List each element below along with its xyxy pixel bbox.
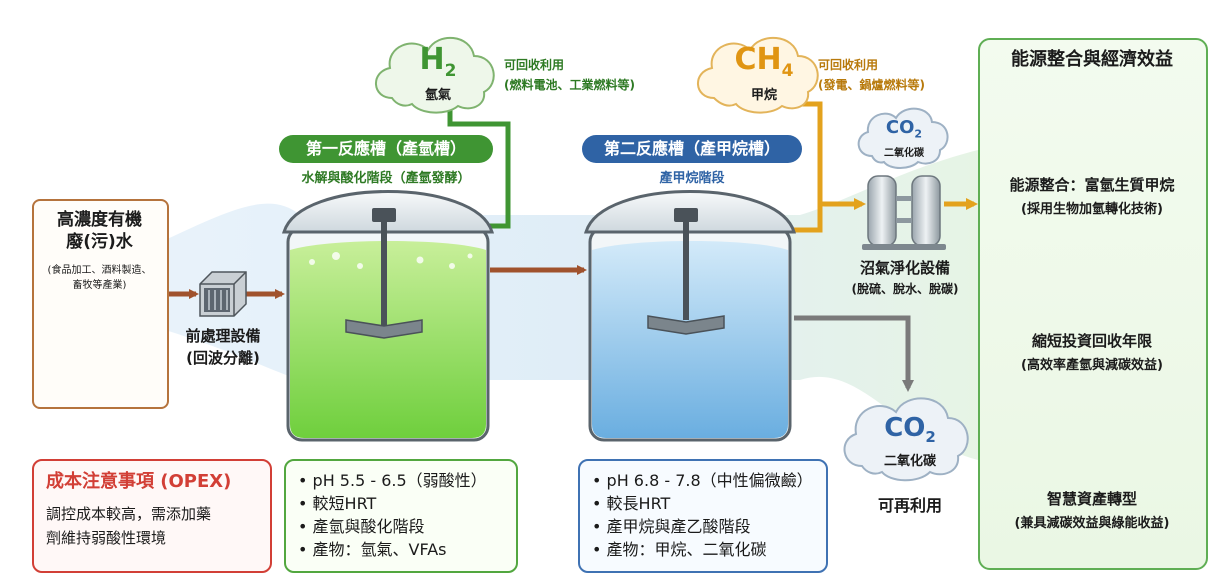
source-box (32, 199, 169, 409)
opex-title: 成本注意事項 (OPEX) (46, 471, 232, 492)
purification-tanks-icon (862, 175, 946, 250)
benefit-2-line2: (高效率產氫與減碳效益) (1021, 358, 1163, 373)
benefit-3-line1: 智慧資產轉型 (1046, 490, 1137, 508)
condition-item: pH 6.8 - 7.8（中性偏微鹼） (592, 469, 826, 492)
reactor2-conditions-list: pH 6.8 - 7.8（中性偏微鹼） 較長HRT 產甲烷與產乙酸階段 產物：甲… (580, 461, 826, 561)
condition-item: 較短HRT (298, 492, 516, 515)
condition-item: pH 5.5 - 6.5（弱酸性） (298, 469, 516, 492)
purification-label-line2: (脫硫、脫水、脫碳) (851, 282, 959, 296)
condition-item: 較長HRT (592, 492, 826, 515)
h2-formula: H2 (419, 42, 457, 82)
pretreatment-label-line1: 前處理設備 (185, 327, 261, 345)
opex-box (32, 459, 272, 573)
reactor2-vessel (583, 190, 797, 442)
condition-item: 產物：甲烷、二氧化碳 (592, 538, 826, 561)
benefit-2-line1: 縮短投資回收年限 (1031, 332, 1152, 350)
co2-bottom-formula: CO2 (884, 413, 936, 447)
benefit-1-line2: (採用生物加氫轉化技術) (1021, 202, 1163, 217)
pretreatment-label-line2: (回波分離) (186, 349, 260, 367)
co2-top-cloud (857, 107, 949, 169)
condition-item: 產物：氫氣、VFAs (298, 538, 516, 561)
benefit-1-line1: 能源整合：富氫生質甲烷 (1009, 176, 1175, 194)
opex-line1: 調控成本較高，需添加藥 (46, 505, 212, 523)
source-note-line2: 畜牧等產業) (72, 280, 127, 291)
reactor1-conditions-list: pH 5.5 - 6.5（弱酸性） 較短HRT 產氫與酸化階段 產物：氫氣、VF… (286, 461, 516, 561)
purification-label-line1: 沼氣淨化設備 (859, 259, 950, 277)
benefits-title: 能源整合與經濟效益 (1011, 49, 1173, 70)
h2-note-line2: (燃料電池、工業燃料等) (504, 78, 635, 92)
h2-pipe (447, 104, 511, 229)
h2-name: 氫氣 (424, 88, 451, 103)
h2-cloud (375, 36, 495, 114)
co2-bottom-name: 二氧化碳 (883, 454, 936, 469)
co2-pipe (794, 315, 914, 392)
pretreatment-device-icon (199, 271, 247, 317)
source-title-line1: 高濃度有機 (57, 210, 142, 230)
benefits-panel (978, 38, 1208, 570)
ch4-note-line1: 可回收利用 (818, 58, 879, 72)
condition-item: 產氫與酸化階段 (298, 515, 516, 538)
co2-bottom-note: 可再利用 (877, 496, 942, 515)
ch4-formula: CH4 (734, 42, 794, 82)
reactor1-subtitle: 水解與酸化階段（產氫發酵） (301, 171, 471, 186)
source-note-line1: (食品加工、酒料製造、 (47, 265, 152, 276)
reactor2-subtitle: 產甲烷階段 (659, 171, 725, 186)
ch4-name: 甲烷 (750, 88, 777, 103)
opex-line2: 劑維持弱酸性環境 (46, 529, 167, 547)
reactor1-vessel (281, 190, 495, 442)
benefit-3-line2: (兼具減碳效益與綠能收益) (1014, 516, 1170, 531)
reactor2-conditions-box: pH 6.8 - 7.8（中性偏微鹼） 較長HRT 產甲烷與產乙酸階段 產物：甲… (578, 459, 828, 573)
ch4-cloud (697, 36, 819, 114)
reactor1-conditions-box: pH 5.5 - 6.5（弱酸性） 較短HRT 產氫與酸化階段 產物：氫氣、VF… (284, 459, 518, 573)
condition-item: 產甲烷與產乙酸階段 (592, 515, 826, 538)
ch4-note-line2: (發電、鍋爐燃料等) (818, 78, 925, 92)
source-title-line2: 廢(污)水 (66, 232, 133, 252)
reactor2-title: 第二反應槽（產甲烷槽） (582, 135, 802, 163)
co2-bottom-cloud (843, 397, 969, 482)
co2-top-name: 二氧化碳 (884, 148, 924, 159)
reactor1-title: 第一反應槽（產氫槽） (279, 135, 493, 163)
co2-top-formula: CO2 (885, 117, 923, 141)
h2-note-line1: 可回收利用 (504, 58, 565, 72)
ch4-pipe (775, 98, 823, 233)
